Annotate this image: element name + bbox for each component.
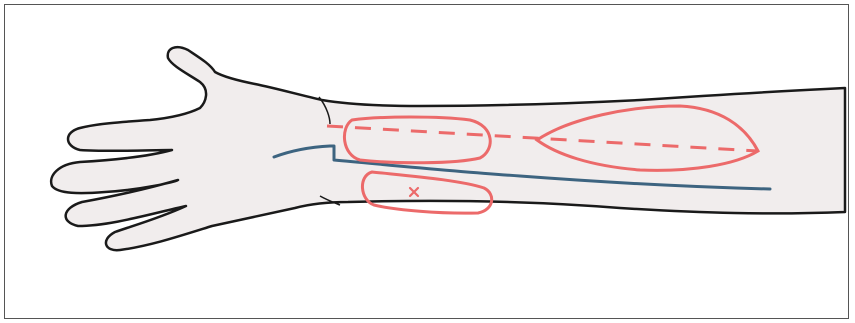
forearm-illustration <box>0 0 855 323</box>
